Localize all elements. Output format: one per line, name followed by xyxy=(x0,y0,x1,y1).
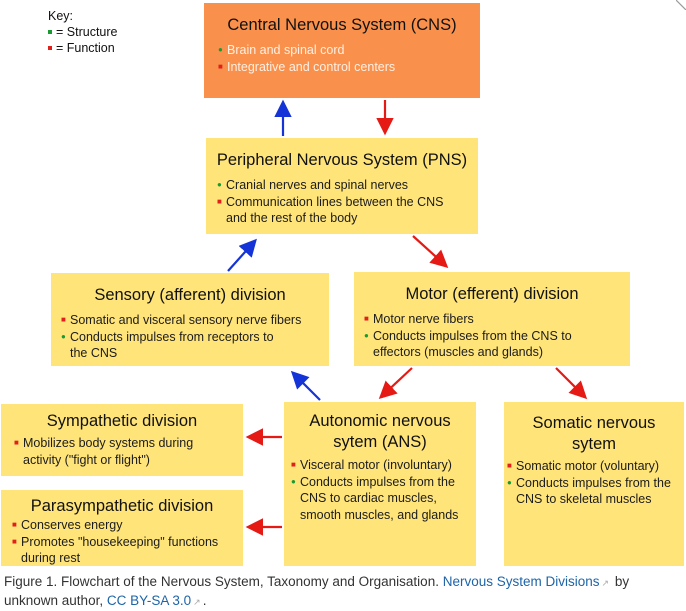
parasympathetic-division-box: Parasympathetic division ■Conserves ener… xyxy=(1,490,243,566)
pns-structure: ●Cranial nerves and spinal nerves xyxy=(217,178,409,192)
motor-function: ■Motor nerve fibers xyxy=(364,312,474,326)
corner-fold-icon xyxy=(676,0,686,10)
cns-structure: ●Brain and spinal cord xyxy=(218,43,345,57)
arrow-motor-to-ans xyxy=(378,367,413,400)
legend-structure: = Structure xyxy=(48,24,118,40)
sensory-title: Sensory (afferent) division xyxy=(94,286,286,304)
arrow-motor-to-somatic xyxy=(555,367,588,400)
external-link-icon: ↗ xyxy=(601,578,610,588)
figure-caption: Figure 1. Flowchart of the Nervous Syste… xyxy=(4,573,679,611)
legend-function: = Function xyxy=(48,40,118,56)
motor-title: Motor (efferent) division xyxy=(405,285,579,303)
arrow-sensory-to-pns xyxy=(227,238,257,272)
sensory-division-box: Sensory (afferent) division ■Somatic and… xyxy=(51,273,329,366)
parasympathetic-function-1: ■Conserves energy xyxy=(12,518,123,532)
cc-by-sa-license-link[interactable]: CC BY-SA 3.0 xyxy=(106,593,192,608)
cns-function: ■Integrative and control centers xyxy=(218,59,396,74)
legend: Key: = Structure = Function xyxy=(48,8,118,56)
cns-title: Central Nervous System (CNS) xyxy=(227,16,457,34)
pns-box: Peripheral Nervous System (PNS) ●Cranial… xyxy=(206,138,478,234)
nervous-system-divisions-link[interactable]: Nervous System Divisions xyxy=(442,574,600,589)
sensory-function: ■Somatic and visceral sensory nerve fibe… xyxy=(61,313,302,327)
cns-box: Central Nervous System (CNS) ●Brain and … xyxy=(204,3,480,98)
external-link-icon: ↗ xyxy=(193,597,201,607)
pns-title: Peripheral Nervous System (PNS) xyxy=(216,151,468,169)
somatic-function: ■Somatic motor (voluntary) xyxy=(507,459,660,473)
ans-function: ■Visceral motor (involuntary) xyxy=(291,458,452,472)
sympathetic-title: Sympathetic division xyxy=(46,412,198,430)
structure-marker-icon xyxy=(48,29,52,34)
arrow-ans-to-sensory xyxy=(290,370,321,401)
sympathetic-division-box: Sympathetic division ■Mobilizes body sys… xyxy=(1,404,243,476)
arrow-pns-to-motor xyxy=(412,235,449,268)
legend-heading: Key: xyxy=(48,9,74,23)
motor-division-box: Motor (efferent) division ■Motor nerve f… xyxy=(354,272,630,366)
function-marker-icon xyxy=(48,45,52,50)
parasympathetic-title: Parasympathetic division xyxy=(30,497,214,515)
